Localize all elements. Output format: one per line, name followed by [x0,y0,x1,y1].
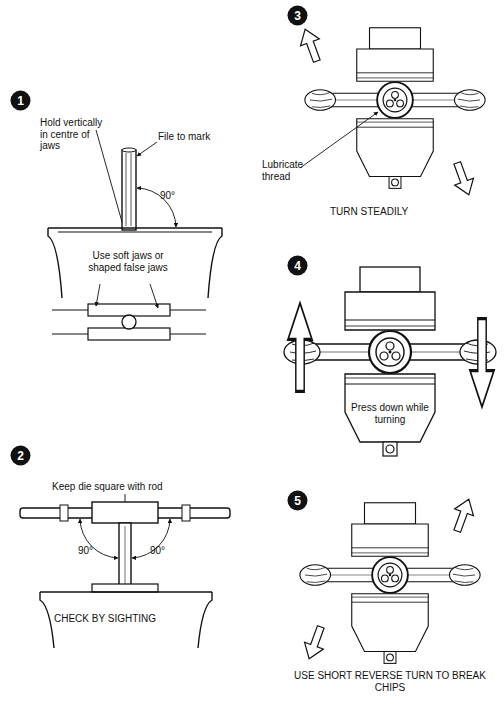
annotation-text: File to mark [158,131,238,143]
rod-in-vise-side-view-part [208,228,222,298]
die-turning-top-view [296,26,485,198]
annotation-text: Press down while turning [350,402,430,425]
rod-in-vise-side-view-part [170,334,206,335]
annotation-text: Lubricate thread [262,159,324,182]
die-start-top-view-part [288,303,312,391]
die-stock-side-view-part [119,523,131,591]
badge-fill [288,491,308,511]
die-stock-side-view-part [40,591,212,593]
callout-number: 1 [10,90,31,111]
die-turning-top-view-part [448,159,478,198]
badge-fill [11,446,31,466]
rod-in-vise-side-view-part [48,227,222,229]
die-turning-top-view-part [296,26,326,65]
callout-number: 2 [10,445,31,466]
die-turning-top-view-part [300,112,378,168]
die-stock-side-view-part [40,592,54,648]
step-number-badge: 5 [287,490,308,511]
die-start-top-view-part [284,267,496,456]
annotation-text: Keep die square with rod [52,481,212,493]
die-stock-side-view [20,494,230,648]
die-start-top-view-part [470,319,494,407]
die-reverse-top-view-part [448,496,478,535]
rod-in-vise-side-view-part [48,228,62,298]
rod-in-vise-side-view-part [122,315,136,329]
rod-in-vise-side-view [48,130,222,340]
annotation-text: Use soft jaws or shaped false jaws [78,250,178,273]
step-number-badge: 4 [287,255,308,276]
rod-in-vise-side-view-part [52,310,88,311]
badge-fill [288,256,308,276]
rod-in-vise-side-view-part [52,334,88,335]
callout-number: 5 [287,490,308,511]
step-number-badge: 1 [10,90,31,111]
die-reverse-top-view-part [300,503,480,664]
badge-fill [288,6,308,26]
annotation-text: CHECK BY SIGHTING [54,613,214,625]
annotation-text: USE SHORT REVERSE TURN TO BREAK CHIPS [285,670,495,693]
die-stock-side-view-part [182,505,190,521]
rod-in-vise-side-view-part [58,232,212,233]
rod-in-vise-side-view-part [131,153,132,226]
rod-in-vise-side-view-part [170,310,206,311]
annotation-text: Hold vertically in centre of jaws [40,117,112,152]
die-stock-side-view-part [60,505,68,521]
die-stock-side-view-part [125,494,126,502]
rod-in-vise-side-view-part [137,142,157,156]
die-stock-side-view-part [92,584,158,592]
die-stock-side-view-part [198,592,212,648]
die-reverse-top-view-part [300,623,330,662]
rod-in-vise-side-view-part [122,148,136,152]
annotation-text: TURN STEADILY [330,206,450,218]
badge-fill [11,91,31,111]
rod-in-vise-side-view-part [96,284,100,306]
rod-in-vise-side-view-part [96,130,122,222]
annotation-text: 90° [150,545,180,557]
rod-in-vise-side-view-part [122,150,136,230]
step-number-badge: 2 [10,445,31,466]
annotation-text: 90° [160,190,190,202]
die-stock-side-view-part [92,502,158,523]
die-start-top-view [284,267,496,456]
callout-number: 3 [287,5,308,26]
rod-in-vise-side-view-part [88,328,170,340]
die-stock-side-view-part [125,526,126,588]
rod-in-vise-side-view-part [150,284,158,308]
step-number-badge: 3 [287,5,308,26]
annotation-text: 90° [78,545,108,557]
callout-number: 4 [287,255,308,276]
die-reverse-top-view [300,496,480,664]
rod-in-vise-side-view-part [126,153,127,226]
